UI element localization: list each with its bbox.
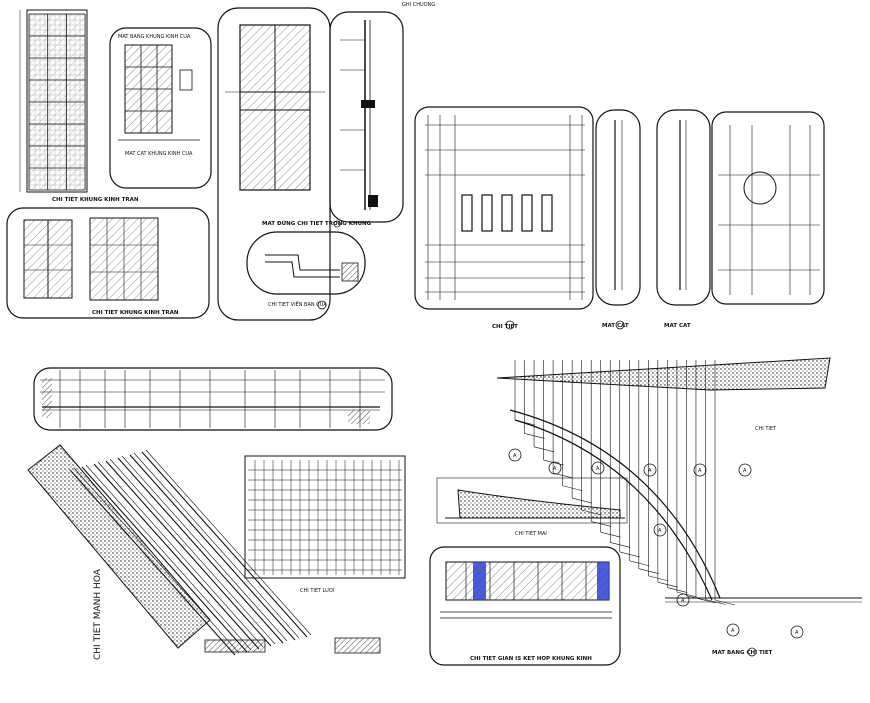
cad-line <box>638 568 659 575</box>
cad-line <box>648 575 669 582</box>
axis-bubble <box>508 448 522 462</box>
cad-line <box>591 521 612 527</box>
radial-plan: CHI TIET A A A A A A A A A A MAT BANG CHI TIET <box>496 357 862 657</box>
tall-door-panel: MAT ĐỨNG CHI TIET TRONG KHUNG <box>217 7 372 321</box>
cad-line <box>85 464 252 651</box>
long-section <box>33 367 393 431</box>
grid-elevation-title: CHI TIET LUOI <box>300 588 334 594</box>
plan-oval-title: CHI TIET VIỀN BAN CUA <box>268 300 327 308</box>
window-frame-title: MAT CAT KHUNG KINH CUA <box>125 151 193 157</box>
cad-line <box>562 485 583 492</box>
blue-panel-left <box>473 562 486 600</box>
cad-line <box>572 497 593 504</box>
cad-line <box>69 469 236 656</box>
section-strip-1: MAT CAT <box>595 109 641 330</box>
curve-detail-title: CHI TIET MAI <box>515 531 547 537</box>
blue-panel-right <box>597 562 609 600</box>
cad-line <box>105 460 272 647</box>
axis-bubble <box>726 623 740 637</box>
cad-line <box>667 587 688 593</box>
canopy-panel: CHI TIET MANH HOA <box>27 444 381 660</box>
cad-line <box>133 452 300 639</box>
cad-line <box>657 581 678 588</box>
cad-line <box>600 531 621 538</box>
window-frame-panel: MAT BANG KHUNG KINH CUA MAT CAT KHUNG KI… <box>109 27 212 189</box>
axis-bubble-label: A <box>698 468 702 474</box>
grid-elevation: CHI TIET LUOI <box>244 455 406 594</box>
axis-bubble-label: A <box>648 468 652 474</box>
section-strip-1-title: MAT CAT <box>602 323 629 329</box>
cad-line <box>141 451 308 638</box>
cad-line <box>109 458 276 645</box>
top-right-note: GHI CHUONG <box>402 2 435 8</box>
cad-line <box>121 455 288 642</box>
axis-bubble <box>653 523 667 537</box>
axis-bubble-label: A <box>731 628 735 634</box>
axis-bubble-label: A <box>553 466 557 472</box>
cad-line <box>97 461 264 648</box>
tall-section-panel <box>329 11 404 223</box>
axis-bubble <box>693 463 707 477</box>
cad-line <box>714 599 736 606</box>
cad-line <box>619 551 640 558</box>
axis-bubble-label: A <box>513 453 517 459</box>
radial-label: CHI TIET <box>755 426 777 432</box>
cad-line <box>129 454 296 641</box>
axis-bubble <box>591 461 605 475</box>
axis-bubble-label: A <box>795 630 799 636</box>
axis-bubble-label: A <box>658 528 662 534</box>
axis-bubble-label: A <box>743 468 747 474</box>
axis-bubble <box>790 625 804 639</box>
cad-line <box>629 560 650 567</box>
door-pair-panel: CHI TIET KHUNG KINH TRAN <box>6 207 210 319</box>
window-facade-panel: CHI TIET KHUNG KINH TRAN <box>19 9 139 203</box>
axis-bubble <box>643 463 657 477</box>
glass-elevation: CHI TIET GIAN IS KET HOP KHUNG KINH <box>429 546 621 666</box>
axis-bubble <box>676 593 690 607</box>
axis-bubble-label: A <box>596 466 600 472</box>
door-pair-title: CHI TIET KHUNG KINH TRAN <box>92 310 179 316</box>
cad-line <box>524 433 545 439</box>
cad-line <box>676 591 697 598</box>
cad-line <box>610 542 631 548</box>
elevation-far-right <box>711 111 825 305</box>
cad-line <box>93 463 260 650</box>
cad-line <box>145 449 312 636</box>
cad-line <box>581 509 602 516</box>
roof-section <box>496 357 831 391</box>
window-facade-title: CHI TIET KHUNG KINH TRAN <box>52 197 139 203</box>
window-frame-heading: MAT BANG KHUNG KINH CUA <box>118 34 191 40</box>
elevation-right-title: CHI TIET <box>492 324 518 330</box>
axis-bubble <box>548 461 562 475</box>
plan-oval-panel: CHI TIET VIỀN BAN CUA <box>246 231 366 310</box>
cad-line <box>73 467 240 654</box>
cad-line <box>81 466 248 653</box>
section-strip-2-title: MAT CAT <box>664 323 691 329</box>
canopy-vertical-title: CHI TIET MANH HOA <box>93 568 103 660</box>
cad-line <box>117 457 284 644</box>
glass-elevation-title: CHI TIET GIAN IS KET HOP KHUNG KINH <box>470 656 592 662</box>
axis-bubble-label: A <box>681 598 685 604</box>
axis-bubble <box>738 463 752 477</box>
radial-title: MAT BANG CHI TIET <box>712 650 773 656</box>
tall-door-title: MAT ĐỨNG CHI TIET TRONG KHUNG <box>262 220 372 227</box>
cad-line <box>533 446 555 453</box>
section-strip-2: MAT CAT <box>656 109 711 329</box>
elevation-right-panel: CHI TIET <box>414 106 594 330</box>
curve-detail: CHI TIET MAI <box>436 477 628 537</box>
